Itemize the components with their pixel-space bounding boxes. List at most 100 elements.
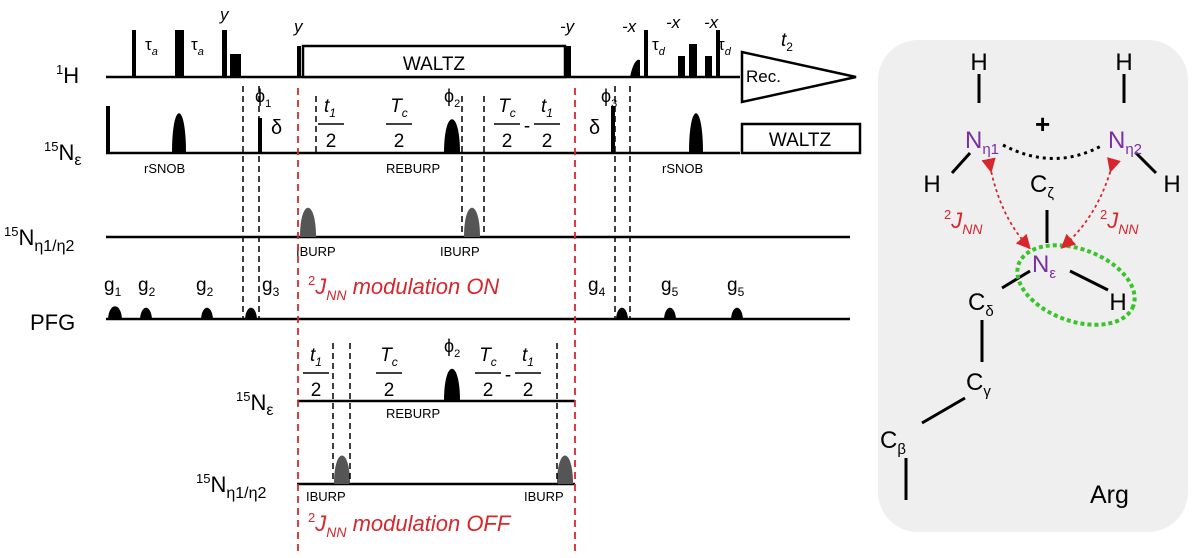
gradient-g2 — [201, 307, 213, 319]
fraction-tc-half-off: Tc 2 — [376, 345, 402, 401]
tau-a-2: τa — [191, 35, 204, 58]
rec-label: Rec. — [746, 67, 781, 86]
15n-eta-off-pulses — [334, 455, 573, 484]
t2-label: t2 — [781, 30, 793, 54]
g1-label: g1 — [104, 275, 122, 299]
svg-text:2: 2 — [326, 131, 337, 152]
reburp-label-1: REBURP — [386, 161, 440, 176]
phase-minus-y: -y — [560, 17, 576, 36]
pulse-3919 — [705, 56, 712, 77]
phase-minus-x-2: -x — [666, 13, 681, 32]
svg-text:Tc: Tc — [380, 345, 398, 369]
svg-text:2: 2 — [483, 380, 494, 401]
g2-label-2: g2 — [196, 275, 214, 299]
pulse-iburp — [300, 207, 316, 237]
pulse-90 — [132, 30, 136, 77]
pulse-90 — [106, 106, 110, 153]
gradient-pulses — [108, 306, 743, 319]
fraction-t1-half-off: t1 2 — [303, 345, 329, 401]
pulse-90 — [611, 106, 615, 153]
waltz-n-label: WALTZ — [769, 130, 832, 151]
waltz-decoupling-n — [740, 122, 862, 155]
fraction-tc-minus-t1: Tc 2 - t1 2 — [494, 96, 560, 152]
pulse-3919 — [678, 56, 685, 77]
pulse-iburp — [557, 455, 573, 484]
atom-h: H — [1109, 289, 1126, 316]
svg-text:Tc: Tc — [390, 96, 408, 120]
g2-label-1: g2 — [138, 275, 156, 299]
gradient-g5 — [664, 307, 676, 319]
iburp-label-1: IBURP — [296, 244, 336, 259]
acquisition-fid — [740, 50, 857, 104]
fraction-tc-minus-t1-off: Tc 2 - t1 2 — [475, 345, 541, 401]
pulse-3919 — [689, 44, 697, 77]
pulse-reburp — [444, 119, 460, 153]
svg-text:t1: t1 — [324, 96, 336, 120]
phase-y-2: y — [293, 17, 304, 36]
phase-minus-x-3: -x — [704, 13, 719, 32]
pulse-iburp — [464, 207, 480, 237]
pulse-90 — [297, 46, 301, 77]
reburp-label-2: REBURP — [386, 406, 440, 421]
pulse-rsnob — [689, 113, 703, 153]
fraction-t1-half: t1 2 — [318, 96, 344, 152]
g5-label-1: g5 — [661, 275, 679, 299]
pulse-90 — [644, 30, 648, 77]
atom-h: H — [970, 49, 987, 76]
coupling-label-right: 2JNN — [1100, 207, 1139, 237]
pulse-rsnob — [172, 113, 186, 153]
fraction-tc-half: Tc 2 — [386, 96, 412, 152]
molecule-panel — [878, 40, 1188, 532]
pulse-90 — [222, 30, 227, 77]
atom-n-eps: Nε — [1032, 251, 1056, 282]
pulse-90 — [566, 46, 571, 77]
g3-label: g3 — [262, 275, 280, 299]
gradient-g3 — [245, 307, 257, 319]
gradient-g4 — [616, 307, 628, 319]
g5-label-2: g5 — [727, 275, 745, 299]
svg-text:-: - — [505, 365, 511, 386]
modulation-off-label: 2JNN modulation OFF — [308, 510, 512, 540]
resonance-arc — [1002, 143, 1104, 160]
atom-h: H — [1163, 171, 1180, 198]
phase-minus-x-1: -x — [622, 17, 637, 36]
rsnob-label-2: rSNOB — [662, 161, 703, 176]
rsnob-label-1: rSNOB — [144, 161, 185, 176]
modulation-on-label: 2JNN modulation ON — [308, 273, 499, 303]
timing-markers — [242, 86, 631, 484]
phi-2-off: ϕ2 — [444, 336, 460, 360]
svg-text:Tc: Tc — [479, 345, 497, 369]
svg-text:2: 2 — [502, 131, 513, 152]
delta-delay-2: δ — [589, 117, 600, 139]
iburp-label-3: IBURP — [306, 489, 346, 504]
residue-label: Arg — [1090, 481, 1129, 509]
svg-text:t1: t1 — [541, 96, 553, 120]
atom-c-beta: Cβ — [880, 427, 906, 458]
pulse-90 — [716, 30, 720, 77]
gradient-g1 — [108, 306, 122, 319]
channel-label-15n-eta: 15Nη1/η2 — [4, 224, 75, 255]
delta-delay-1: δ — [271, 117, 282, 139]
pulse-purge — [230, 54, 241, 77]
channel-label-15n-eps: 15Nε — [44, 139, 82, 169]
coupling-label-left: 2JNN — [944, 207, 983, 237]
channel-label-1h: 1H — [56, 62, 79, 88]
pulse-90 — [258, 118, 262, 153]
tau-a-1: τa — [145, 35, 158, 58]
svg-text:2: 2 — [523, 380, 534, 401]
channel-label-15n-eta-off: 15Nη1/η2 — [196, 471, 267, 502]
svg-text:2: 2 — [394, 131, 405, 152]
molecule-bonds — [904, 74, 1158, 500]
svg-text:-: - — [524, 116, 530, 137]
g4-label: g4 — [588, 275, 606, 299]
waltz-h-label: WALTZ — [403, 54, 466, 75]
svg-text:2: 2 — [542, 131, 553, 152]
svg-text:t1: t1 — [310, 345, 322, 369]
1h-pulses — [132, 30, 720, 77]
svg-text:2: 2 — [311, 380, 322, 401]
atom-n-eta2: Nη2 — [1108, 127, 1142, 158]
channel-label-15n-eps-off: 15Nε — [236, 389, 274, 419]
pulse-reburp-off — [444, 368, 460, 401]
15n-eps-pulses — [106, 106, 703, 153]
